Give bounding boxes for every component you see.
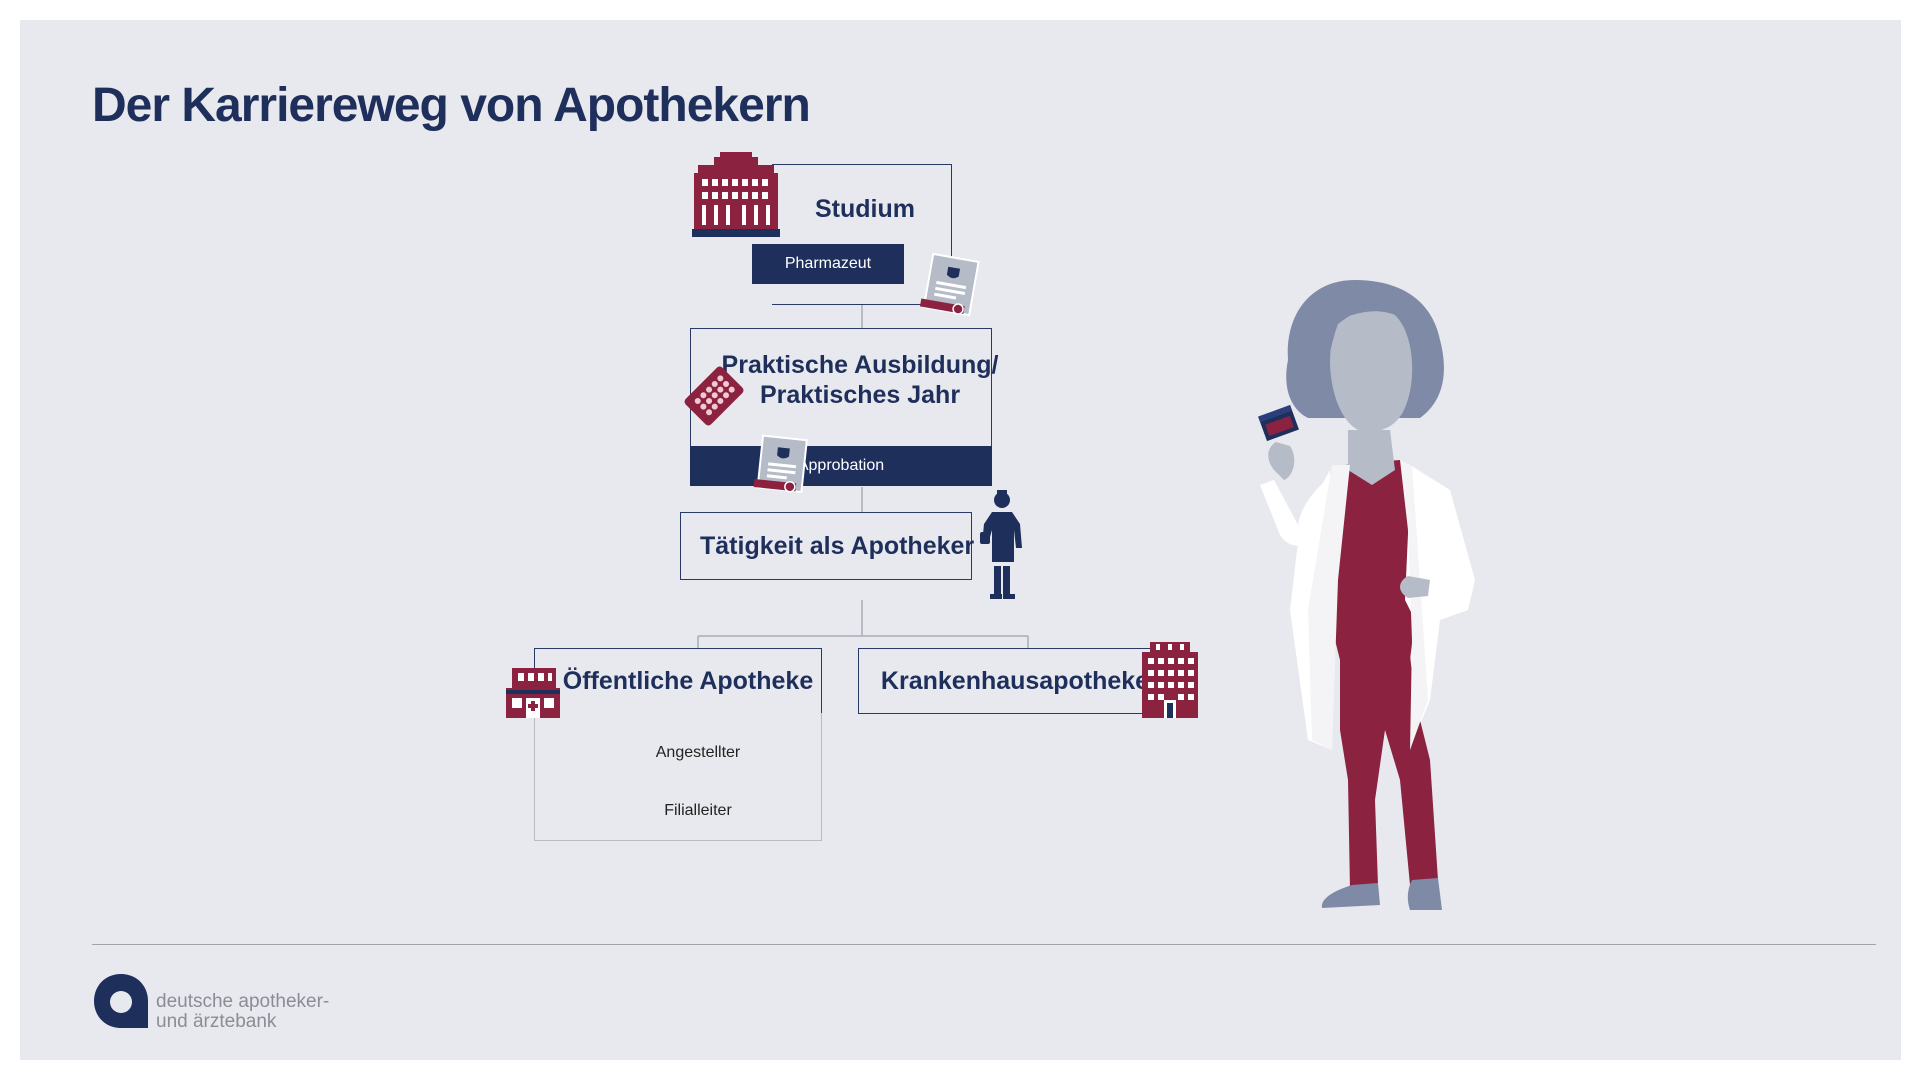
certificate-icon-2 <box>753 434 808 494</box>
bank-logo-line1: deutsche apotheker- <box>156 991 330 1012</box>
bank-logo-line2: und ärztebank <box>156 1011 277 1032</box>
step-filialleiter: Filialleiter <box>664 802 732 819</box>
pharmacist-illustration <box>1258 280 1475 910</box>
node-ausbildung-title-line1: Praktische Ausbildung/ <box>721 351 999 379</box>
node-taetigkeit-title: Tätigkeit als Apotheker <box>700 532 975 560</box>
page-title: Der Karriereweg von Apothekern <box>92 79 811 132</box>
footer-divider <box>92 944 1876 945</box>
hospital-building-icon <box>1142 642 1198 718</box>
university-building-icon <box>692 152 780 237</box>
step-angestellter: Angestellter <box>655 744 741 761</box>
node-taetigkeit <box>680 512 972 580</box>
certificate-icon <box>919 252 980 317</box>
bank-logo-icon <box>94 974 148 1028</box>
infographic-panel: Der Karriereweg von Apothekern Studium P… <box>20 20 1901 1060</box>
bank-logo-text: deutsche apotheker- und ärztebank <box>156 992 329 1032</box>
node-krankenhaus <box>858 648 1158 714</box>
node-oeffentliche-title: Öffentliche Apotheke <box>562 667 814 695</box>
node-krankenhaus-title: Krankenhausapotheke <box>880 667 1150 695</box>
pill-blister-icon <box>684 366 744 426</box>
node-studium-bar: Pharmazeut <box>752 244 904 284</box>
node-oeffentliche-steps-box <box>534 713 822 841</box>
doctor-silhouette-icon <box>980 490 1022 599</box>
pharmacy-building-icon <box>506 668 560 718</box>
node-ausbildung-bar: Approbation <box>690 446 992 486</box>
node-ausbildung-title-line2: Praktisches Jahr <box>759 381 961 409</box>
node-studium-title: Studium <box>815 195 915 223</box>
